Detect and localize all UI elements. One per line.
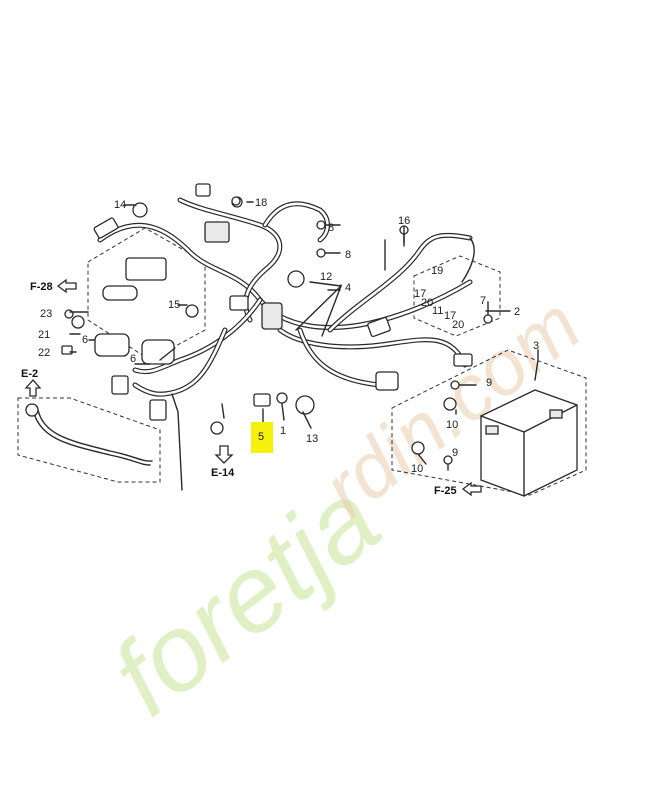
callout-10[interactable]: 10 <box>446 419 458 431</box>
ref-e14[interactable]: E-14 <box>211 467 235 479</box>
connectors <box>25 183 473 466</box>
detail-box-left-bottom <box>17 397 161 483</box>
detail-box-terminal <box>413 255 501 337</box>
reference-labels: F-28 E-2 E-14 F-25 <box>21 281 457 497</box>
callout-22[interactable]: 22 <box>38 347 50 359</box>
callout-2[interactable]: 2 <box>514 306 520 318</box>
callout-13[interactable]: 13 <box>306 433 318 445</box>
callout-4[interactable]: 4 <box>345 282 351 294</box>
arrow-up-icon <box>24 379 42 397</box>
callout-19[interactable]: 19 <box>431 265 443 277</box>
battery <box>480 389 578 497</box>
callout-14[interactable]: 14 <box>114 199 126 211</box>
ref-arrows <box>24 278 482 497</box>
callout-10[interactable]: 10 <box>411 463 423 475</box>
fasteners <box>231 196 493 471</box>
callout-21[interactable]: 21 <box>38 329 50 341</box>
callout-8[interactable]: 8 <box>328 222 334 234</box>
callout-18[interactable]: 18 <box>255 197 267 209</box>
arrow-left-icon <box>56 278 77 294</box>
callout-17[interactable]: 17 <box>444 310 456 322</box>
callout-20[interactable]: 20 <box>452 319 464 331</box>
callout-3[interactable]: 3 <box>533 340 539 352</box>
callout-16[interactable]: 16 <box>398 215 410 227</box>
callout-6[interactable]: 6 <box>130 353 136 365</box>
callout-23[interactable]: 23 <box>40 308 52 320</box>
leader-lines <box>69 201 539 491</box>
arrow-left-icon <box>461 481 482 497</box>
callout-5[interactable]: 5 <box>258 431 264 443</box>
callout-17[interactable]: 17 <box>414 288 426 300</box>
ref-f28[interactable]: F-28 <box>30 281 53 293</box>
callout-8[interactable]: 8 <box>345 249 351 261</box>
callout-1[interactable]: 1 <box>280 425 286 437</box>
callout-11[interactable]: 11 <box>432 305 443 317</box>
callout-15[interactable]: 15 <box>168 299 180 311</box>
callout-9[interactable]: 9 <box>486 377 492 389</box>
callout-12[interactable]: 12 <box>320 271 332 283</box>
callout-9[interactable]: 9 <box>452 447 458 459</box>
callout-6[interactable]: 6 <box>82 334 88 346</box>
ref-e2[interactable]: E-2 <box>21 368 38 380</box>
detail-box-battery <box>391 349 587 496</box>
callout-20[interactable]: 20 <box>421 297 433 309</box>
main-wire-harness <box>97 197 475 397</box>
ref-f25[interactable]: F-25 <box>434 485 457 497</box>
callout-labels: 14 18 8 8 16 12 4 19 17 20 11 17 20 7 2 … <box>38 197 539 475</box>
highlight-part-5 <box>251 422 273 453</box>
arrow-down-icon <box>214 445 234 464</box>
callout-7[interactable]: 7 <box>480 295 486 307</box>
